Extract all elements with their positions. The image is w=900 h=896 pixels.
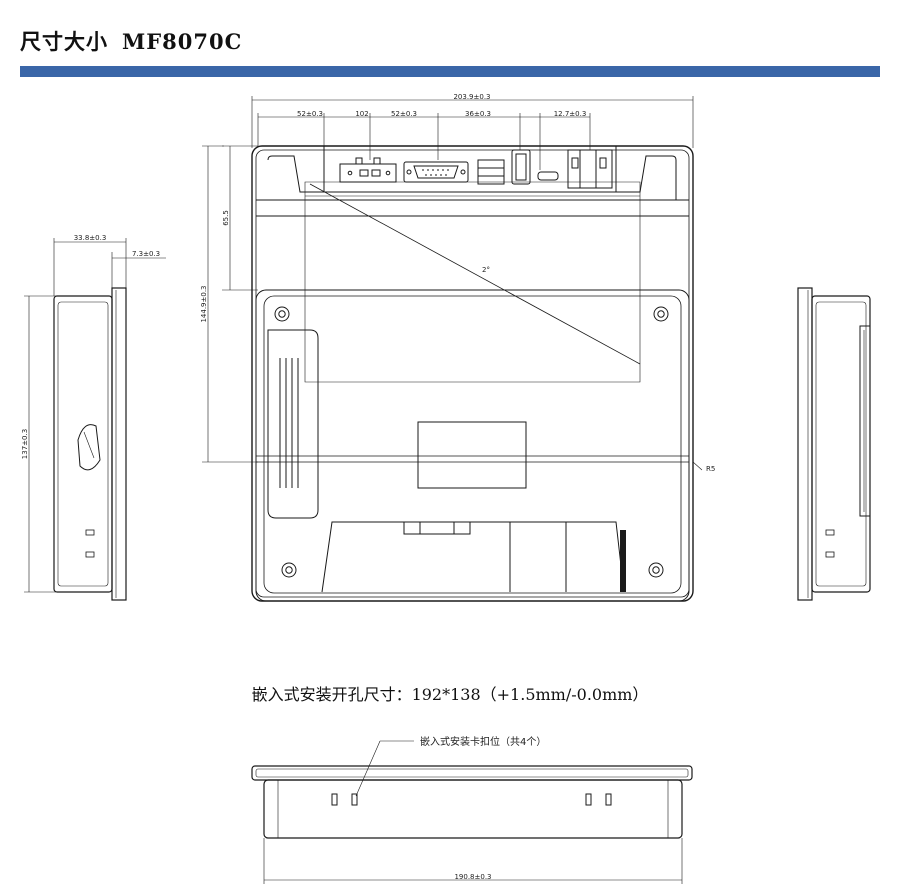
usb-port-icon <box>511 149 559 185</box>
screw-hole-icon <box>274 306 669 578</box>
db9-port-icon <box>403 161 469 183</box>
title-text: 尺寸大小 <box>20 29 108 54</box>
back-view: 203.9±0.3 52±0.3 102 52±0.3 36±0.3 12.7±… <box>200 93 715 602</box>
dim-overall-width: 203.9±0.3 <box>453 93 490 101</box>
dim-d4: 36±0.3 <box>465 110 491 118</box>
dim-bottom-width: 190.8±0.3 <box>454 873 491 881</box>
terminal-block-icon <box>339 157 397 183</box>
dim-v1: 65.5 <box>222 210 230 226</box>
dim-bezel: 7.3±0.3 <box>132 250 160 258</box>
clip-note: 嵌入式安装卡扣位（共4个） <box>420 735 546 748</box>
dim-v2: 144.9±0.3 <box>200 285 208 322</box>
dim-r5: R5 <box>706 465 715 473</box>
title-divider <box>20 66 880 77</box>
cutout-spec: 嵌入式安装开孔尺寸：192*138（+1.5mm/-0.0mm） <box>251 685 649 704</box>
dim-d2: 102 <box>355 110 368 118</box>
dim-d1: 52±0.3 <box>297 110 323 118</box>
dim-angle: 2° <box>482 266 490 274</box>
dim-height: 137±0.3 <box>21 429 29 459</box>
dim-d3: 52±0.3 <box>391 110 417 118</box>
page-title: 尺寸大小 MF8070C <box>20 26 242 56</box>
right-side-view <box>797 287 871 601</box>
dim-d5: 12.7±0.3 <box>554 110 587 118</box>
bottom-view: 嵌入式安装卡扣位（共4个） 190.8±0.3 <box>251 735 693 884</box>
model-name: MF8070C <box>122 29 243 54</box>
dim-depth: 33.8±0.3 <box>74 234 107 242</box>
left-side-view: 33.8±0.3 7.3±0.3 137±0.3 <box>21 234 166 601</box>
